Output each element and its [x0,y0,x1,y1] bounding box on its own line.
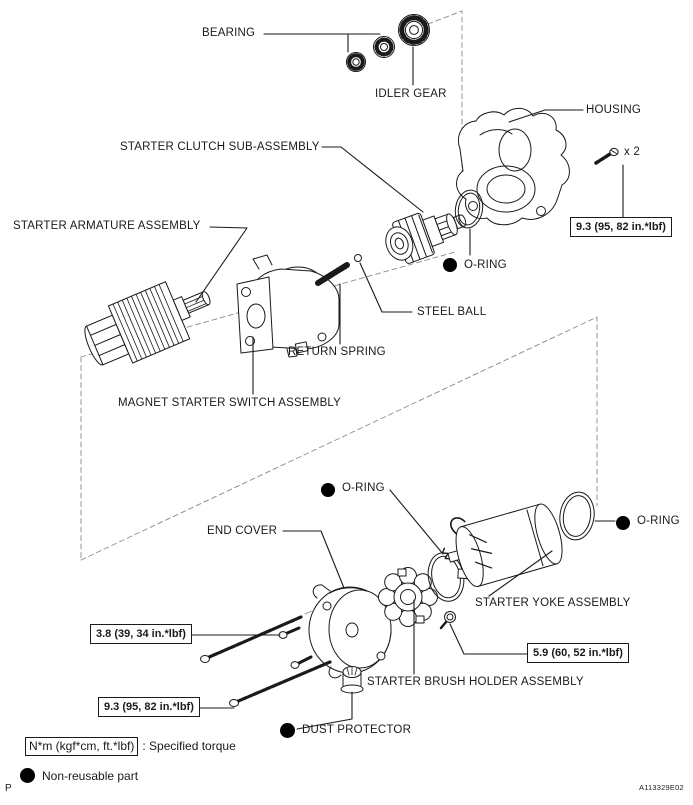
part-idler-gear [398,14,430,46]
non-reusable-dot-icon [321,483,335,497]
non-reusable-dot-icon [443,258,457,272]
figure-code: A113329E02 [639,783,684,792]
torque-box-housing-bolt: 9.3 (95, 82 in.*lbf) [570,217,672,237]
part-bearing-large [373,36,395,58]
legend-torque-units-box: N*m (kgf*cm, ft.*lbf) [25,737,139,756]
label-o-ring-right: O-RING [637,515,680,527]
label-o-ring-mid: O-RING [342,482,385,494]
torque-box-end-cover-screw: 3.8 (39, 34 in.*lbf) [90,624,192,644]
torque-box-through-bolt: 9.3 (95, 82 in.*lbf) [98,697,200,717]
label-end-cover: END COVER [207,525,278,537]
part-end-cover [308,584,392,679]
label-housing: HOUSING [586,104,642,116]
label-bolt-count: x 2 [624,146,640,158]
part-bearing-small [346,52,366,72]
label-return-spring: RETURN SPRING [288,346,386,358]
part-through-bolts [200,615,332,707]
label-magnet-switch: MAGNET STARTER SWITCH ASSEMBLY [118,397,342,409]
label-idler-gear: IDLER GEAR [375,88,447,100]
label-brush-holder: STARTER BRUSH HOLDER ASSEMBLY [367,676,584,688]
label-o-ring-upper: O-RING [464,259,507,271]
non-reusable-dot-icon [20,768,35,783]
legend-torque: N*m (kgf*cm, ft.*lbf): Specified torque [25,737,236,756]
non-reusable-dot-icon [616,516,630,530]
page-marker: P [5,783,12,794]
part-housing [456,107,570,226]
part-terminal-nut [439,611,456,630]
torque-box-terminal-nut: 5.9 (60, 52 in.*lbf) [527,643,629,663]
label-steel-ball: STEEL BALL [417,306,487,318]
non-reusable-dot-icon [280,723,295,738]
part-return-spring [315,262,350,286]
part-o-ring-right [559,491,595,541]
legend-non-reusable: Non-reusable part [42,769,139,783]
label-starter-yoke: STARTER YOKE ASSEMBLY [475,597,631,609]
part-brush-holder [378,567,438,627]
legend-torque-desc: : Specified torque [142,739,236,753]
part-magnet-switch [236,254,340,358]
part-yoke [441,503,563,588]
part-starter-clutch [385,212,467,264]
part-o-ring-upper [454,189,484,229]
part-armature [84,281,211,366]
part-dust-protector [340,666,364,694]
part-steel-ball [354,254,362,262]
label-bearing: BEARING [202,27,256,39]
label-starter-armature: STARTER ARMATURE ASSEMBLY [13,220,201,232]
leader-lines [189,33,624,730]
label-starter-clutch: STARTER CLUTCH SUB-ASSEMBLY [120,141,320,153]
label-dust-protector: DUST PROTECTOR [302,724,412,736]
part-housing-bolt [594,147,619,165]
